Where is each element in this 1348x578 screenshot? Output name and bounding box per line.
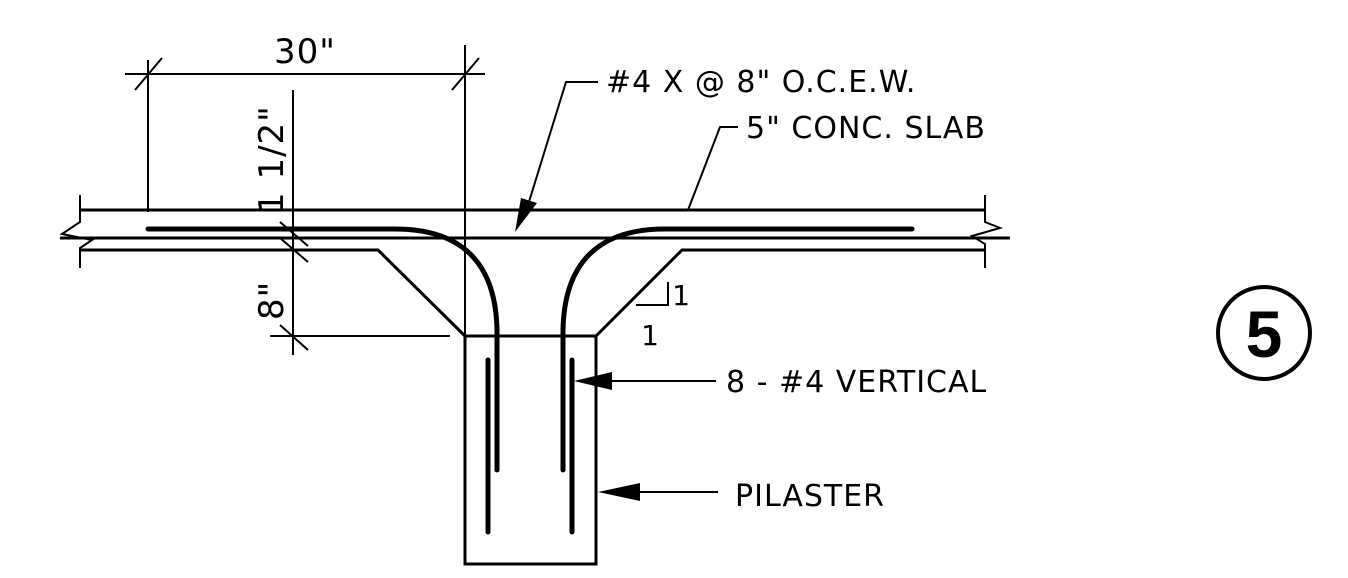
- rebar-right-hook: [560, 226, 915, 473]
- callout-vertical-bars: 8 - #4 VERTICAL: [574, 365, 987, 400]
- dimension-30in: 30": [125, 32, 485, 336]
- tick-lower: [279, 324, 309, 351]
- slope-triangle: [636, 282, 669, 306]
- detail-number-bubble: 5: [1216, 285, 1312, 381]
- tick-left: [134, 57, 163, 91]
- slab-bottom-haunch-right: [594, 248, 985, 338]
- tick-right: [451, 57, 480, 91]
- break-symbol-right: [969, 195, 1004, 268]
- arrowhead-vertical-bars: [574, 372, 612, 390]
- slope-symbol: 1 1: [636, 279, 690, 352]
- leader-rebar-spacing: [527, 81, 598, 206]
- callout-text-slab: 5" CONC. SLAB: [746, 111, 986, 146]
- slope-run-text: 1: [641, 319, 659, 352]
- slab-bottom-haunch-left: [80, 248, 467, 338]
- detail-number-text: 5: [1246, 297, 1283, 371]
- break-symbol-left: [59, 195, 95, 268]
- pilaster: [463, 334, 598, 566]
- callout-text-pilaster: PILASTER: [735, 479, 885, 514]
- callout-pilaster: PILASTER: [598, 479, 885, 514]
- leader-slab: [687, 126, 738, 211]
- callout-text-vertical-bars: 8 - #4 VERTICAL: [726, 365, 987, 400]
- dimension-text-30in: 30": [274, 32, 336, 72]
- callout-rebar-spacing: #4 X @ 8" O.C.E.W.: [515, 65, 916, 232]
- rebar: [145, 226, 915, 535]
- pilaster-outline: [463, 334, 598, 566]
- tick-upper: [279, 221, 309, 247]
- tick-middle: [279, 237, 309, 263]
- callout-text-rebar-spacing: #4 X @ 8" O.C.E.W.: [606, 65, 916, 100]
- arrowhead-pilaster: [598, 483, 640, 501]
- dimension-text-1-1-2in: 1 1/2": [252, 105, 292, 214]
- rebar-left-hook: [145, 226, 500, 473]
- concrete-slab: [59, 195, 1010, 338]
- dimension-vertical: 1 1/2" 8": [252, 90, 450, 355]
- slope-rise-text: 1: [672, 279, 690, 312]
- detail-circle: [1216, 285, 1312, 381]
- dimension-text-8in: 8": [252, 281, 292, 320]
- arrowhead-rebar-spacing: [515, 198, 537, 232]
- callout-slab: 5" CONC. SLAB: [687, 111, 986, 211]
